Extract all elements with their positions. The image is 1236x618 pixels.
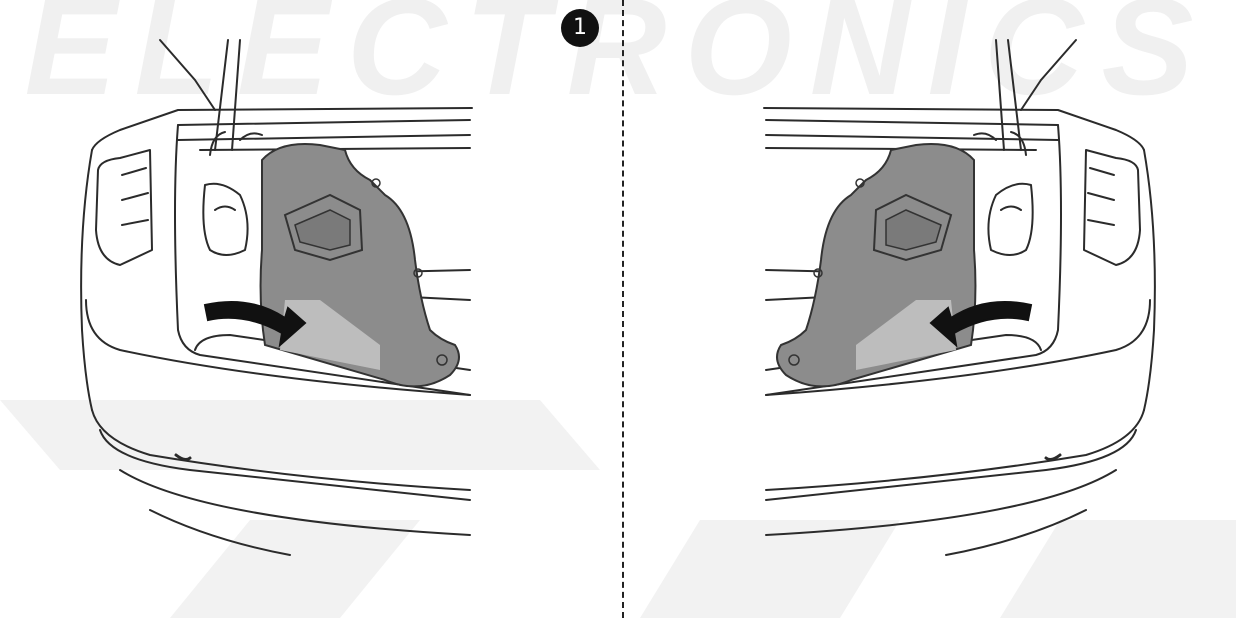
watermark-swooshes bbox=[0, 400, 1236, 618]
watermark-text: ELECTRONICS bbox=[24, 0, 1212, 124]
arrow-left-icon bbox=[929, 300, 1033, 348]
panel-divider bbox=[622, 0, 624, 618]
arrow-right-icon bbox=[203, 300, 307, 348]
step-number-badge: 1 bbox=[561, 9, 599, 47]
right-panel bbox=[763, 39, 1156, 556]
